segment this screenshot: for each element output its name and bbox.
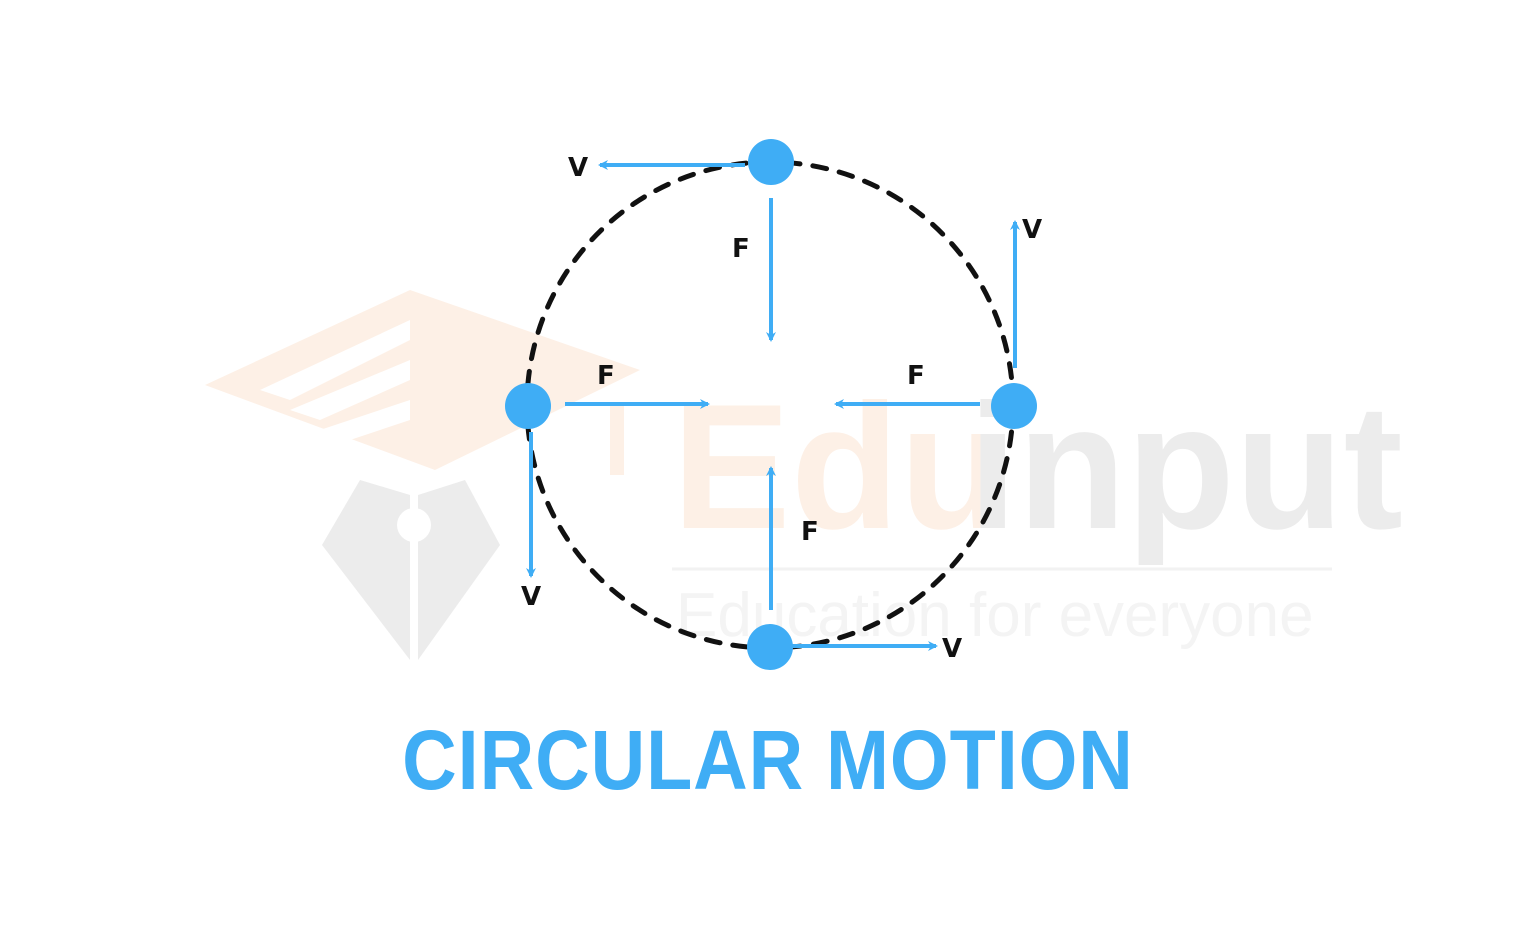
watermark-text: Edu input Education for everyone <box>672 367 1403 650</box>
velocity-label-left: V <box>521 582 541 612</box>
force-label-top: F <box>732 234 750 264</box>
mass-bottom <box>747 624 793 670</box>
velocity-label-right: V <box>1022 215 1042 245</box>
watermark-logo-icon <box>205 290 640 660</box>
body-bottom: V F <box>747 466 962 670</box>
watermark-brand-input: input <box>968 367 1403 566</box>
body-left: V F <box>505 361 710 612</box>
body-top: V F <box>568 139 794 342</box>
velocity-label-bottom: V <box>942 634 962 664</box>
watermark-brand-edu: Edu <box>672 367 1008 566</box>
mass-top <box>748 139 794 185</box>
mass-right <box>991 383 1037 429</box>
body-right: V F <box>834 215 1042 429</box>
force-label-right: F <box>907 361 925 391</box>
velocity-label-top: V <box>568 153 588 183</box>
mass-left <box>505 383 551 429</box>
force-label-bottom: F <box>801 517 819 547</box>
diagram-title: CIRCULAR MOTION <box>402 713 1134 807</box>
force-label-left: F <box>597 361 615 391</box>
